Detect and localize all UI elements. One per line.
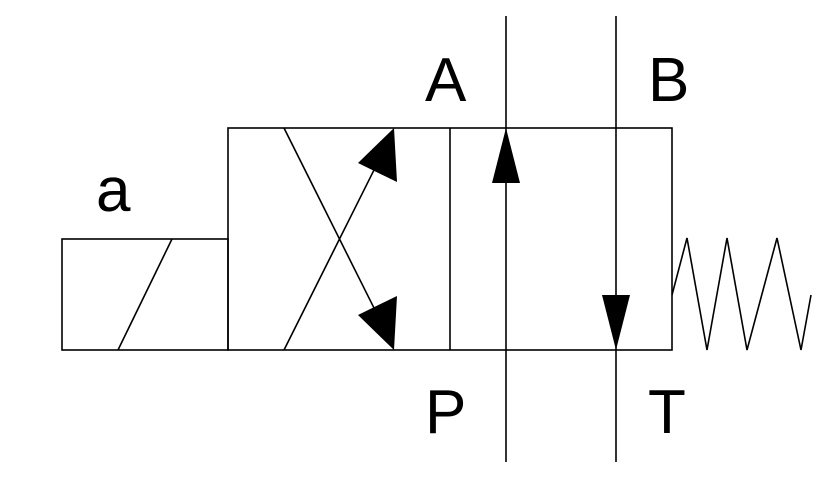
cross-arrowhead-up bbox=[358, 128, 397, 182]
parallel-arrowhead-up bbox=[492, 128, 520, 183]
cross-path-a-to-t bbox=[283, 127, 387, 333]
port-label-p: P bbox=[425, 378, 466, 447]
port-label-a: A bbox=[425, 46, 467, 115]
solenoid-coil-slash bbox=[117, 238, 173, 351]
solenoid-label: a bbox=[96, 156, 131, 225]
port-label-t: T bbox=[648, 378, 686, 447]
parallel-position bbox=[492, 128, 630, 350]
return-spring bbox=[671, 237, 812, 351]
crossed-position bbox=[283, 127, 397, 351]
valve-envelope bbox=[227, 127, 673, 351]
cross-arrowhead-down bbox=[358, 296, 397, 350]
solenoid-actuator bbox=[61, 238, 229, 351]
port-label-b: B bbox=[648, 46, 689, 115]
cross-path-p-to-b bbox=[283, 145, 387, 351]
parallel-arrowhead-down bbox=[602, 295, 630, 350]
